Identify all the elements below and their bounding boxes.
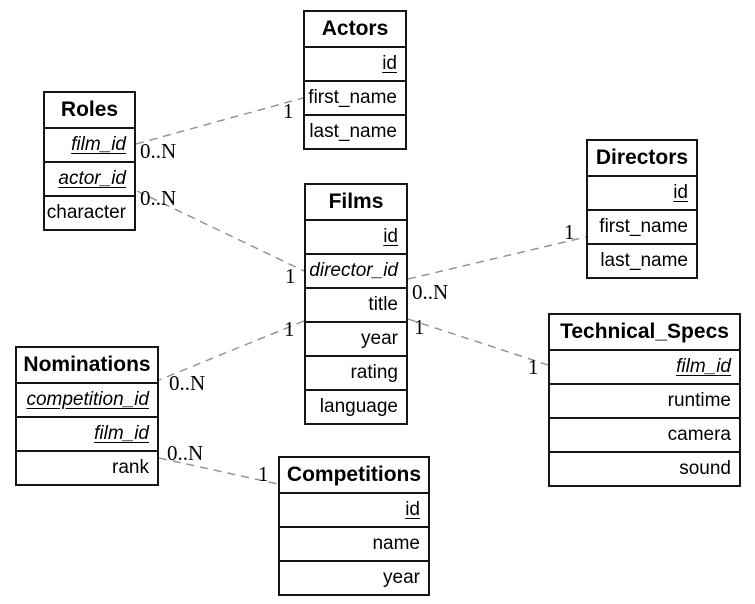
relationship-line-roles-films [136,190,305,272]
cardinality-label: 0..N [169,371,206,395]
relationship-line-nominations-competitions [158,457,279,485]
table-films: Films id director_id title year rating l… [304,183,408,425]
attribute-row: id [280,494,428,528]
table-competitions: Competitions id name year [278,456,430,596]
cardinality-label: 0..N [140,139,177,163]
cardinality-label: 1 [283,99,294,123]
relationship-line-films-technical-specs [407,318,549,366]
cardinality-label: 0..N [167,441,204,465]
attribute-row: year [306,323,406,357]
cardinality-label: 1 [528,355,539,379]
cardinality-label: 1 [564,220,575,244]
table-title: Films [306,185,406,221]
table-directors: Directors id first_name last_name [586,139,698,279]
cardinality-label: 1 [284,317,295,341]
table-title: Nominations [17,348,157,384]
attribute-row: rank [112,457,149,478]
attribute-row: last_name [600,250,688,271]
table-technical-specs: Technical_Specs film_id runtime camera s… [548,313,741,487]
attribute-row: language [319,396,398,417]
attribute-row: director_id [306,255,406,289]
attribute-row: title [306,289,406,323]
attribute-row: competition_id [17,384,157,418]
attribute-row: film_id [550,351,739,385]
attribute-row: sound [679,458,731,479]
table-nominations: Nominations competition_id film_id rank [15,346,159,486]
attribute-row: year [383,567,420,588]
cardinality-label: 0..N [140,186,177,210]
attribute-row: camera [550,419,739,453]
relationship-line-films-directors [407,236,587,280]
attribute-row: id [306,221,406,255]
cardinality-label: 0..N [412,280,449,304]
table-title: Roles [45,93,134,129]
table-actors: Actors id first_name last_name [303,10,407,150]
attribute-row: runtime [550,385,739,419]
relationship-line-roles-actors [135,97,304,145]
attribute-row: film_id [17,418,157,452]
table-title: Technical_Specs [550,315,739,351]
cardinality-label: 1 [285,264,296,288]
table-title: Directors [588,141,696,177]
attribute-row: name [280,528,428,562]
table-roles: Roles film_id actor_id character [43,91,136,231]
attribute-row: last_name [309,121,397,142]
attribute-row: rating [306,357,406,391]
cardinality-label: 1 [258,462,269,486]
attribute-row: character [46,202,126,223]
attribute-row: first_name [305,82,405,116]
table-title: Competitions [280,458,428,494]
attribute-row: id [588,177,696,211]
attribute-row: actor_id [45,163,134,197]
attribute-row: first_name [588,211,696,245]
attribute-row: film_id [45,129,134,163]
attribute-row: id [305,48,405,82]
relationship-line-films-nominations [158,320,305,381]
cardinality-label: 1 [414,315,425,339]
table-title: Actors [305,12,405,48]
